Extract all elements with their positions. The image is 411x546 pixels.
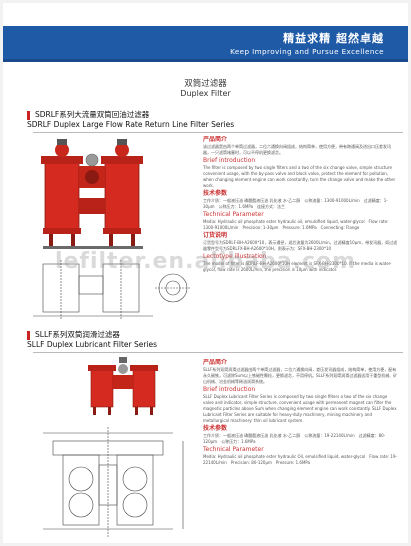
- slogan-english: Keep Improving and Pursue Excellence: [230, 47, 384, 56]
- sllf-technical-drawing: [43, 427, 184, 537]
- page-title-english: Duplex Filter: [180, 89, 231, 98]
- intro-text-english: The filter is composed by two single fil…: [203, 165, 396, 188]
- intro-text-english: SLLF Duplex Lubricant Filter Series is c…: [203, 394, 397, 423]
- section2-title-chinese: SLLF系列双筒润滑过滤器: [35, 330, 120, 339]
- section-divider: [33, 352, 403, 353]
- intro-text-chinese: 该过滤器是由两个单筒过滤器，二位六通换向阀组成，结构简单，使用方便，带有跨通阀及…: [203, 144, 391, 155]
- sllf-filter-photo: [88, 357, 158, 415]
- tech-heading-english: Technical Parameter: [203, 446, 264, 453]
- intro-heading-chinese: 产品简介: [203, 136, 228, 143]
- section2-title-english: SLLF Duplex Lubricant Filter Series: [27, 340, 158, 349]
- section2-description: 产品简介 SLLF系列双筒润滑过滤器由两个单筒过滤器，二位六通换向阀，差压发讯器…: [203, 359, 398, 541]
- section1-title-english: SDRLF Duplex Large Flow Rate Return Line…: [27, 120, 235, 129]
- sdrlf-filter-photo: [41, 139, 143, 249]
- intro-heading-chinese: 产品简介: [203, 359, 228, 366]
- intro-text-chinese: SLLF系列双筒润滑过滤器由两个单筒过滤器，二位六通换向阀，差压发讯器组成，结构…: [203, 367, 398, 384]
- tech-heading-chinese: 技术参数: [203, 425, 228, 432]
- order-heading-chinese: 订货说明: [203, 232, 228, 239]
- section1-description: 产品简介 该过滤器是由两个单筒过滤器，二位六通换向阀组成，结构简单，使用方便，带…: [203, 136, 398, 326]
- tech-text-english: Media: Hydraulic oil phosphate ester hyd…: [203, 219, 389, 230]
- page-title-chinese: 双筒过滤器: [184, 79, 227, 89]
- slogan-chinese: 精益求精 超然卓越: [283, 32, 384, 45]
- header-banner: [3, 26, 408, 62]
- order-text-english: The model of filter is SDRLF-BH-A2600*10…: [203, 261, 392, 272]
- section-marker: [27, 331, 30, 340]
- catalog-page: 精益求精 超然卓越 Keep Improving and Pursue Exce…: [3, 3, 408, 543]
- watermark: lefilter.en.alibaba.com: [54, 249, 357, 274]
- section-marker: [27, 111, 30, 120]
- tech-heading-english: Technical Parameter: [203, 211, 264, 218]
- tech-text-chinese: 工作介质：一般液压油 磷酸酯液压油 乳化液 水-乙二醇 公称流量：1300-91…: [203, 198, 388, 209]
- intro-heading-english: Brief introduction: [203, 386, 256, 393]
- tech-heading-chinese: 技术参数: [203, 190, 228, 197]
- order-heading-english: Lectotype illustration: [203, 253, 267, 260]
- tech-text-chinese: 工作介质：一般液压油 磷酸酯液压油 乳化液 水-乙二醇 公称流量：19-2214…: [203, 433, 386, 444]
- order-text-chinese: 订货型号为SDRLF-BH-A2600*10，表示通径，滤芯流量为2600L/m…: [203, 240, 398, 251]
- tech-text-english: Media: Hydraulic oil phosphate ester hyd…: [203, 454, 397, 465]
- section1-title-chinese: SDRLF系列大流量双筒回油过滤器: [35, 110, 150, 119]
- section-divider: [33, 132, 403, 133]
- intro-heading-english: Brief introduction: [203, 157, 256, 164]
- sdrlf-technical-drawing: [33, 260, 191, 320]
